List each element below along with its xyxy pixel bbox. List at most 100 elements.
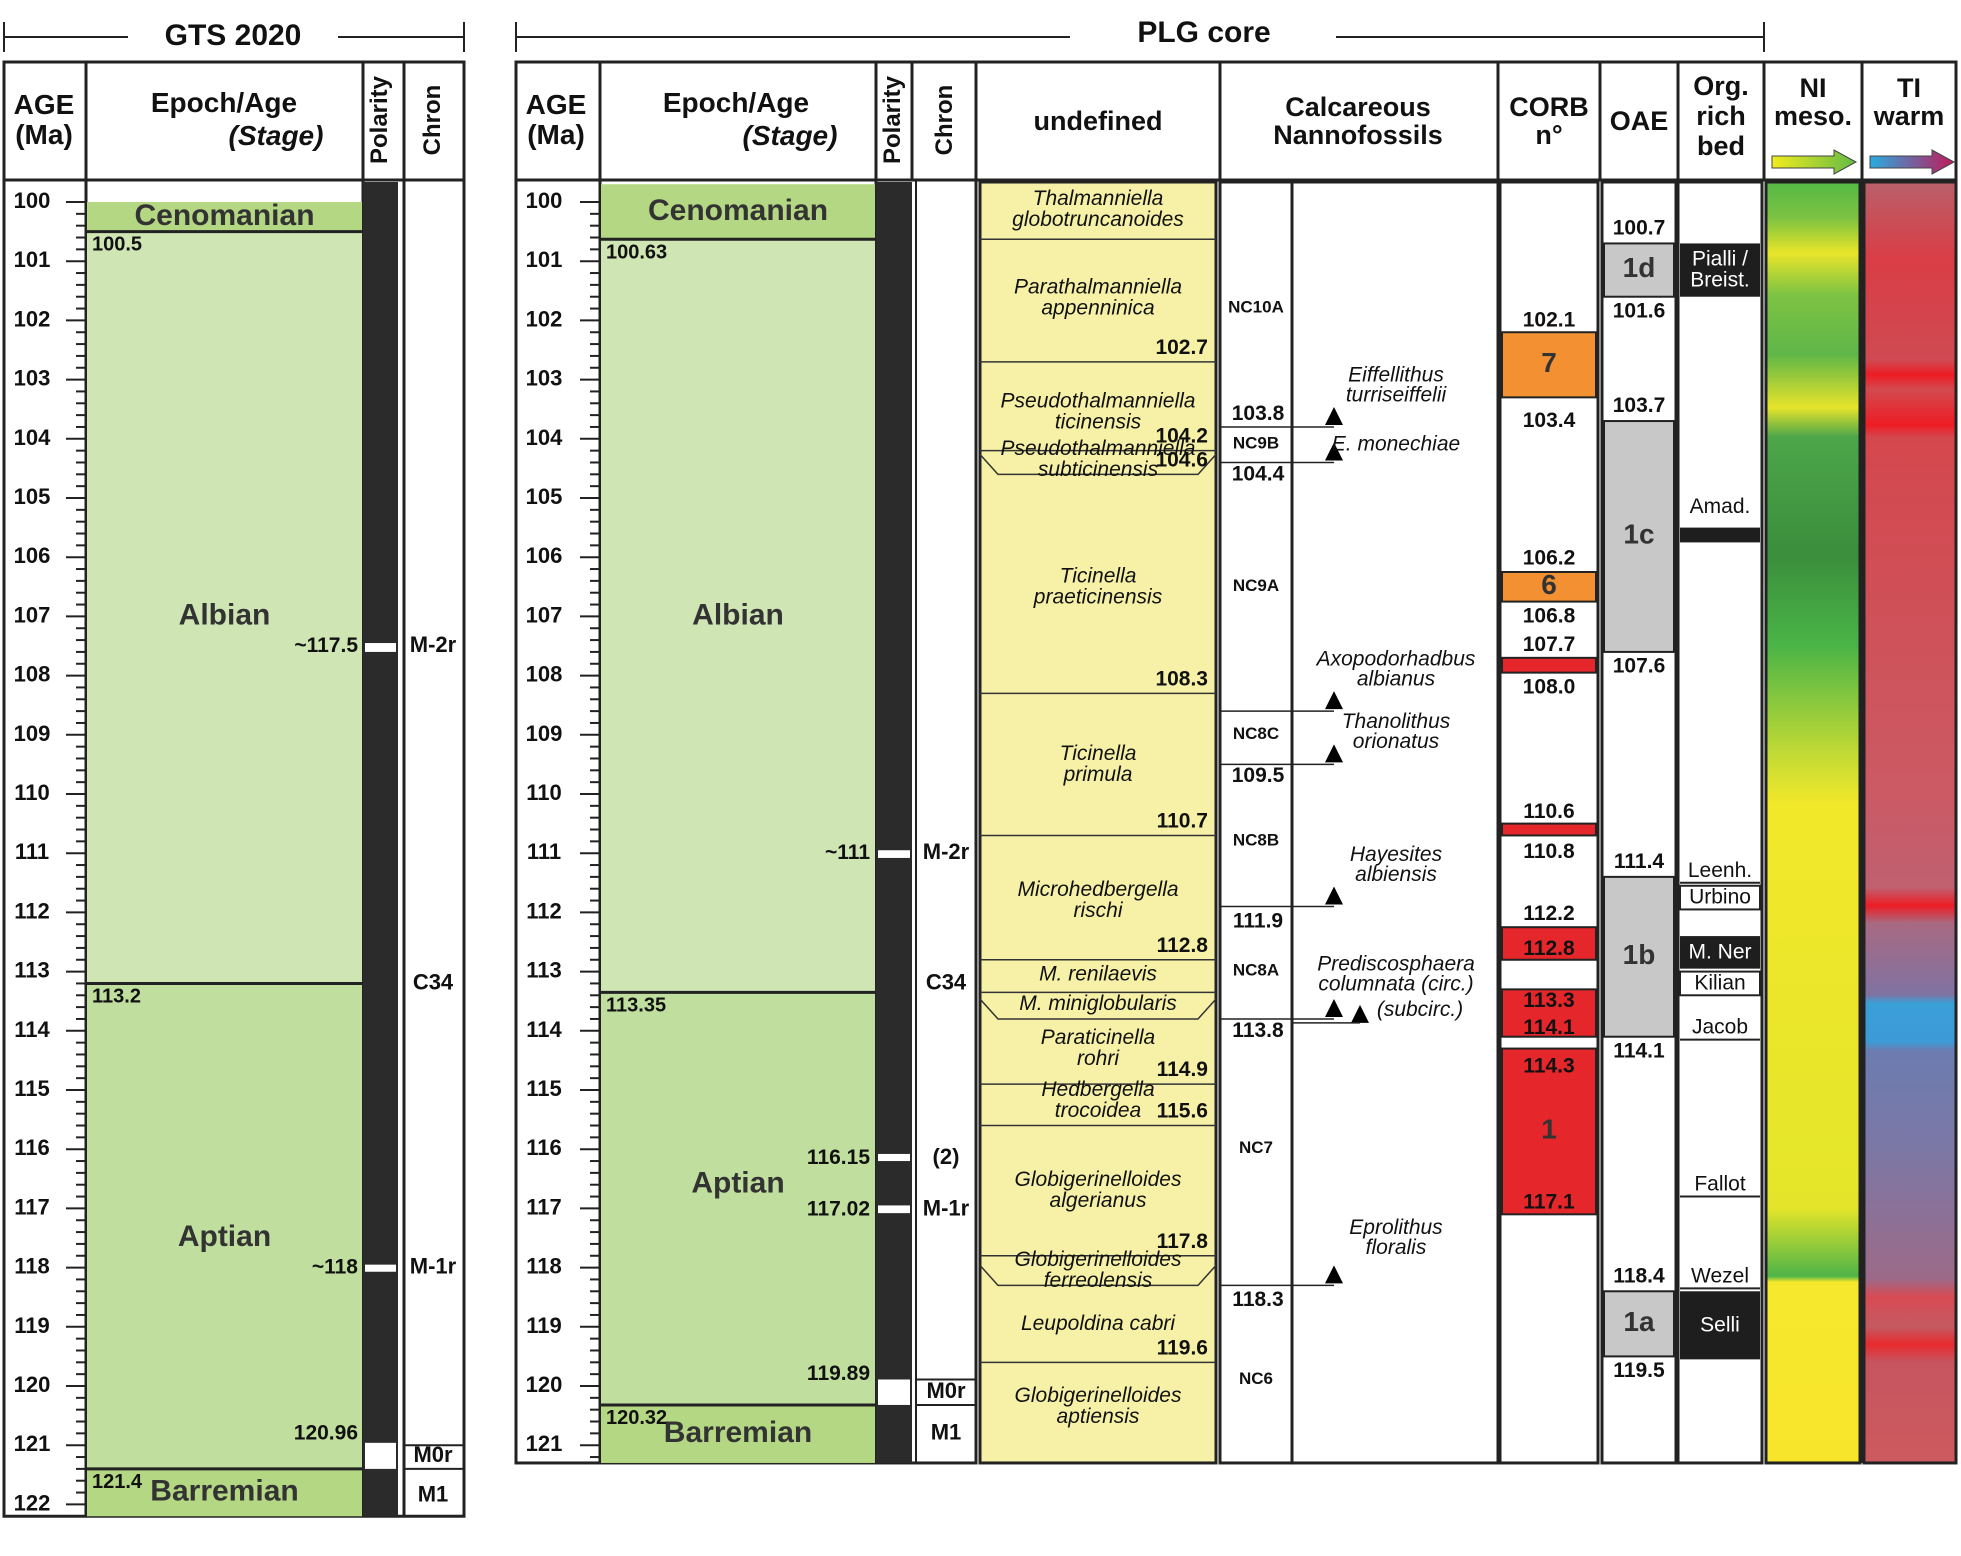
polarity-reversal: [878, 850, 910, 858]
oae-age: 101.6: [1613, 299, 1666, 322]
chron-label: M0r: [926, 1378, 966, 1403]
boundary-age: 100.63: [606, 242, 667, 264]
foram-zone-base-age: 115.6: [1157, 1099, 1208, 1122]
nanno-zone-column: [1218, 180, 1294, 1465]
event-marker-icon: [1325, 886, 1343, 905]
nanno-event-label: (subcirc.): [1377, 998, 1463, 1021]
corb-age: 114.3: [1523, 1054, 1574, 1077]
oae-interval: [1603, 242, 1675, 298]
org-rich-bed-label: M. Ner: [1689, 940, 1752, 963]
nanno-zone-label: NC7: [1239, 1139, 1273, 1158]
foram-zone-base-age: 108.3: [1155, 667, 1208, 690]
age-tick-label: 101: [14, 247, 51, 272]
foram-zone-base-age: 104.6: [1155, 448, 1208, 471]
nanno-boundary-age: 109.5: [1232, 764, 1285, 787]
header-chron: Chron: [419, 85, 446, 156]
age-tick-label: 108: [526, 661, 563, 686]
boundary-age: 113.2: [92, 986, 141, 1008]
zone-boundary: [979, 453, 1217, 476]
chron-label: C34: [926, 969, 967, 994]
age-tick-label: 119: [526, 1313, 562, 1338]
stage-label: Cenomanian: [134, 199, 314, 232]
stage-label: Barremian: [664, 1416, 812, 1449]
nanno-event-label: E. monechiae: [1332, 432, 1460, 455]
age-tick-label: 116: [526, 1135, 562, 1160]
foram-zone-base-age: 119.6: [1157, 1336, 1208, 1359]
stage-label: Cenomanian: [648, 194, 828, 227]
foram-zone-label: M. renilaevis: [1039, 962, 1157, 985]
reversal-age: 119.89: [807, 1362, 870, 1385]
oae-interval: [1603, 420, 1675, 653]
nanno-boundary-age: 113.8: [1232, 1018, 1284, 1041]
nanno-boundary-age: 111.9: [1233, 909, 1283, 932]
corb-age: 112.2: [1523, 902, 1574, 925]
corb-bed: [1501, 656, 1597, 674]
age-tick-label: 120: [14, 1372, 51, 1397]
oae-label: 1b: [1623, 939, 1656, 970]
foram-zone-base-age: 112.8: [1157, 933, 1209, 956]
header-stage: (Stage): [229, 120, 324, 151]
nanno-zone-label: NC8A: [1233, 961, 1279, 980]
age-tick-label: 115: [14, 1076, 50, 1101]
age-tick-label: 110: [526, 780, 562, 805]
header-oae: OAE: [1610, 106, 1669, 136]
polarity-bar: [876, 182, 912, 1463]
chron-label: M1: [931, 1419, 962, 1444]
age-tick-label: 114: [14, 1017, 50, 1042]
polarity-reversal: [878, 1379, 910, 1405]
reversal-age: 120.96: [294, 1421, 358, 1444]
age-tick-label: 110: [14, 780, 50, 805]
event-marker-icon: [1325, 744, 1343, 763]
corb-bed: [1501, 926, 1597, 961]
age-tick-label: 102: [526, 306, 563, 331]
reversal-age: 117.02: [807, 1197, 870, 1220]
age-tick-label: 116: [14, 1135, 50, 1160]
nanno-zone-label: NC8C: [1233, 724, 1279, 743]
corb-age: 107.7: [1523, 632, 1576, 655]
ti-warm-band: [1862, 180, 1958, 1465]
oae-label: 1a: [1623, 1306, 1655, 1337]
oae-label: 1c: [1623, 519, 1654, 550]
org-rich-bed-label: Selli: [1700, 1313, 1740, 1336]
header-polarity: Polarity: [879, 75, 906, 164]
org-rich-bed: [1679, 970, 1761, 997]
corb-number: 7: [1541, 347, 1557, 378]
corb-bed: [1501, 1047, 1597, 1216]
header-planktonic: undefined: [1034, 106, 1163, 136]
nanno-zone-label: NC8B: [1233, 831, 1279, 850]
oae-age: 100.7: [1613, 216, 1666, 239]
age-tick-label: 107: [14, 602, 51, 627]
polarity-reversal: [365, 1264, 396, 1272]
stage-label: Aptian: [691, 1167, 784, 1200]
gts-title: GTS 2020: [165, 19, 302, 52]
chron-label: M-2r: [923, 839, 970, 864]
chron-label: M1: [418, 1481, 449, 1506]
corb-age: 108.0: [1523, 675, 1576, 698]
stage-band: [87, 231, 362, 984]
event-marker-icon: [1325, 406, 1343, 425]
foram-zone-base-age: 117.8: [1157, 1229, 1209, 1252]
header-age: AGE(Ma): [14, 89, 75, 150]
plg-title: PLG core: [1137, 16, 1270, 49]
age-tick-label: 117: [526, 1194, 562, 1219]
age-tick-label: 106: [14, 543, 51, 568]
oae-interval: [1603, 875, 1675, 1038]
age-tick-label: 103: [526, 365, 563, 390]
oae-age: 118.4: [1613, 1264, 1665, 1287]
nanno-boundary-age: 118.3: [1232, 1288, 1283, 1311]
oae-age: 103.7: [1613, 394, 1666, 417]
oae-column: [1600, 180, 1678, 1465]
chron-label: M-2r: [410, 632, 457, 657]
corb-bed: [1501, 988, 1597, 1038]
gts-header-frame: [2, 60, 466, 182]
age-tick-label: 101: [526, 247, 563, 272]
chron-label: (2): [933, 1144, 960, 1169]
